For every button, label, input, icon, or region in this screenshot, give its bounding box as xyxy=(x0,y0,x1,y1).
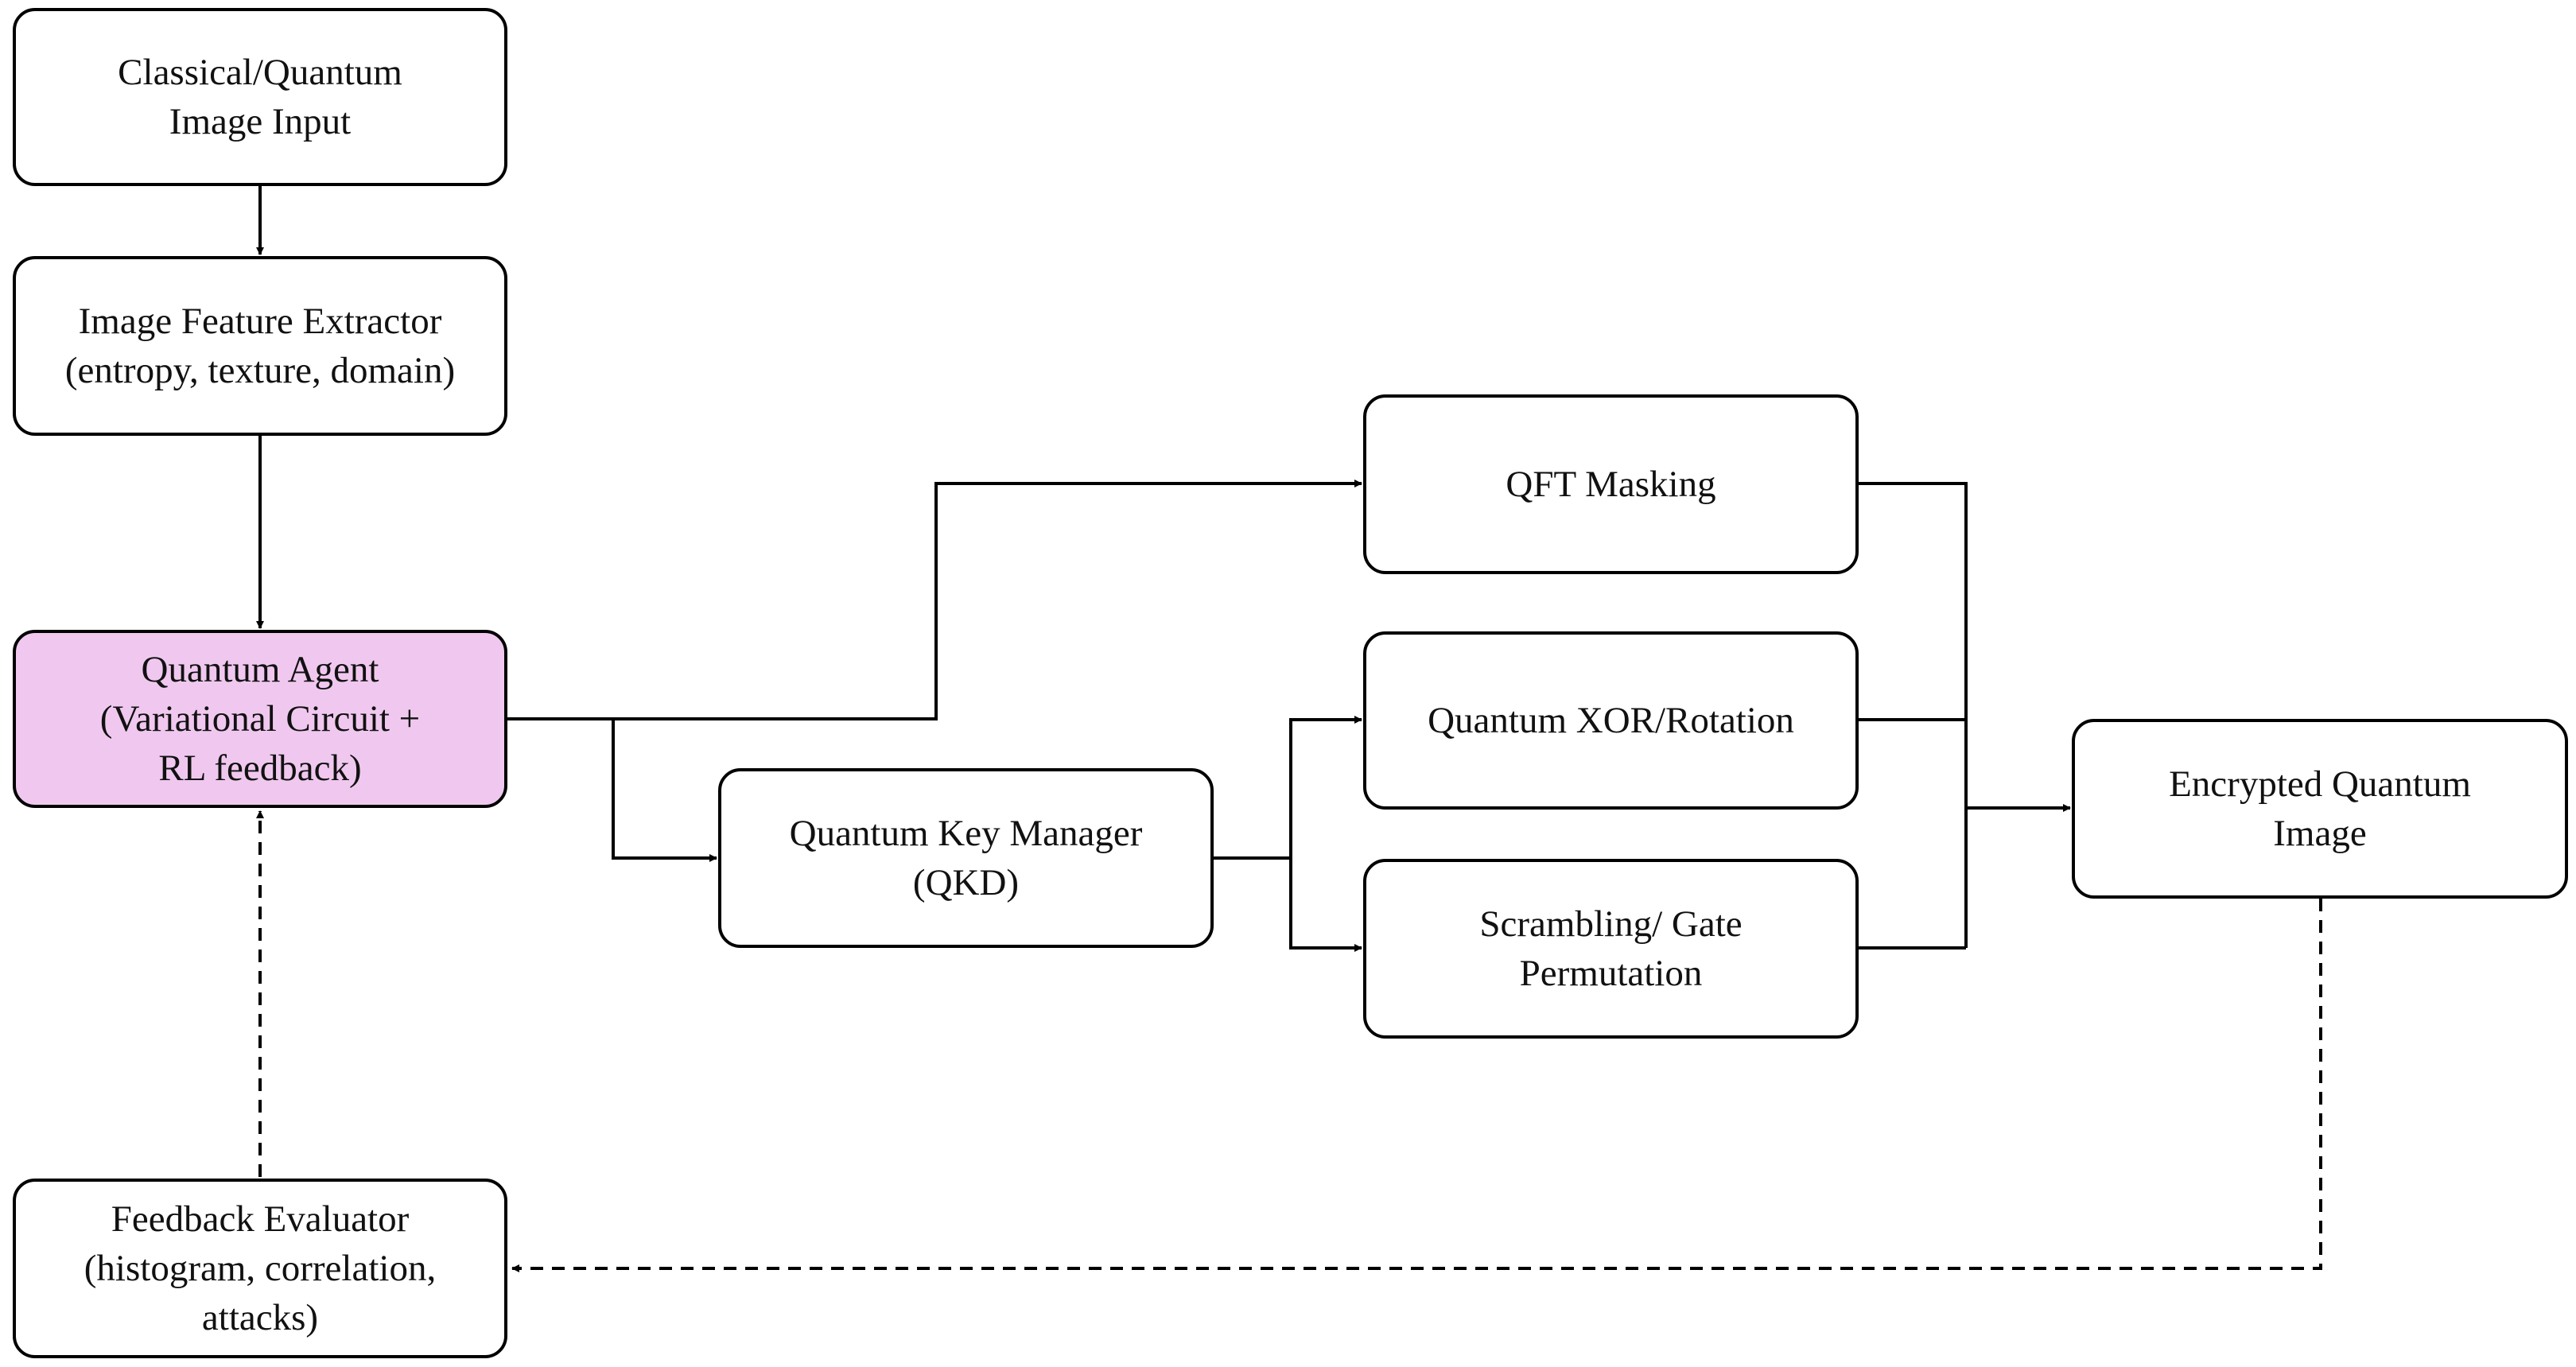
node-image-input-line-2: Image Input xyxy=(169,101,352,142)
edge-agent-to-key-manager xyxy=(612,719,717,862)
node-scrambling-permutation-line-2: Permutation xyxy=(1519,953,1703,994)
node-quantum-agent: Quantum Agent (Variational Circuit + RL … xyxy=(13,630,507,808)
node-feedback-evaluator-line-1: Feedback Evaluator xyxy=(111,1198,410,1240)
node-feedback-evaluator-line-2: (histogram, correlation, xyxy=(84,1248,437,1289)
node-image-input: Classical/Quantum Image Input xyxy=(13,8,507,186)
node-image-input-line-1: Classical/Quantum xyxy=(118,52,402,93)
node-quantum-xor-rotation: Quantum XOR/Rotation xyxy=(1363,631,1859,810)
node-encrypted-image-line-2: Image xyxy=(2273,813,2367,854)
node-quantum-agent-line-1: Quantum Agent xyxy=(141,649,379,690)
node-qft-masking-line-1: QFT Masking xyxy=(1506,464,1716,505)
node-quantum-agent-line-2: (Variational Circuit + xyxy=(99,698,421,740)
node-feature-extractor-line-1: Image Feature Extractor xyxy=(78,301,442,342)
node-feedback-evaluator: Feedback Evaluator (histogram, correlati… xyxy=(13,1179,507,1358)
node-qft-masking: QFT Masking xyxy=(1363,394,1859,574)
node-key-manager-line-1: Quantum Key Manager xyxy=(789,813,1143,854)
node-scrambling-permutation: Scrambling/ Gate Permutation xyxy=(1363,859,1859,1039)
edge-qft-to-merge xyxy=(1859,482,1968,948)
node-feature-extractor: Image Feature Extractor (entropy, textur… xyxy=(13,256,507,436)
node-feature-extractor-line-2: (entropy, texture, domain) xyxy=(64,350,456,391)
edge-encrypted-to-evaluator xyxy=(511,899,2322,1272)
node-encrypted-image-line-1: Encrypted Quantum xyxy=(2169,763,2471,805)
edge-agent-to-qft xyxy=(507,480,1362,720)
node-key-manager: Quantum Key Manager (QKD) xyxy=(718,768,1214,948)
node-key-manager-line-2: (QKD) xyxy=(912,862,1020,903)
edge-key-manager-to-xor xyxy=(1214,716,1362,860)
node-quantum-agent-line-3: RL feedback) xyxy=(158,748,362,789)
node-encrypted-image: Encrypted Quantum Image xyxy=(2072,719,2568,899)
edge-key-manager-to-scrambling xyxy=(1289,858,1362,952)
node-scrambling-permutation-line-1: Scrambling/ Gate xyxy=(1479,903,1743,945)
node-quantum-xor-rotation-line-1: Quantum XOR/Rotation xyxy=(1428,700,1794,741)
node-feedback-evaluator-line-3: attacks) xyxy=(201,1297,319,1338)
